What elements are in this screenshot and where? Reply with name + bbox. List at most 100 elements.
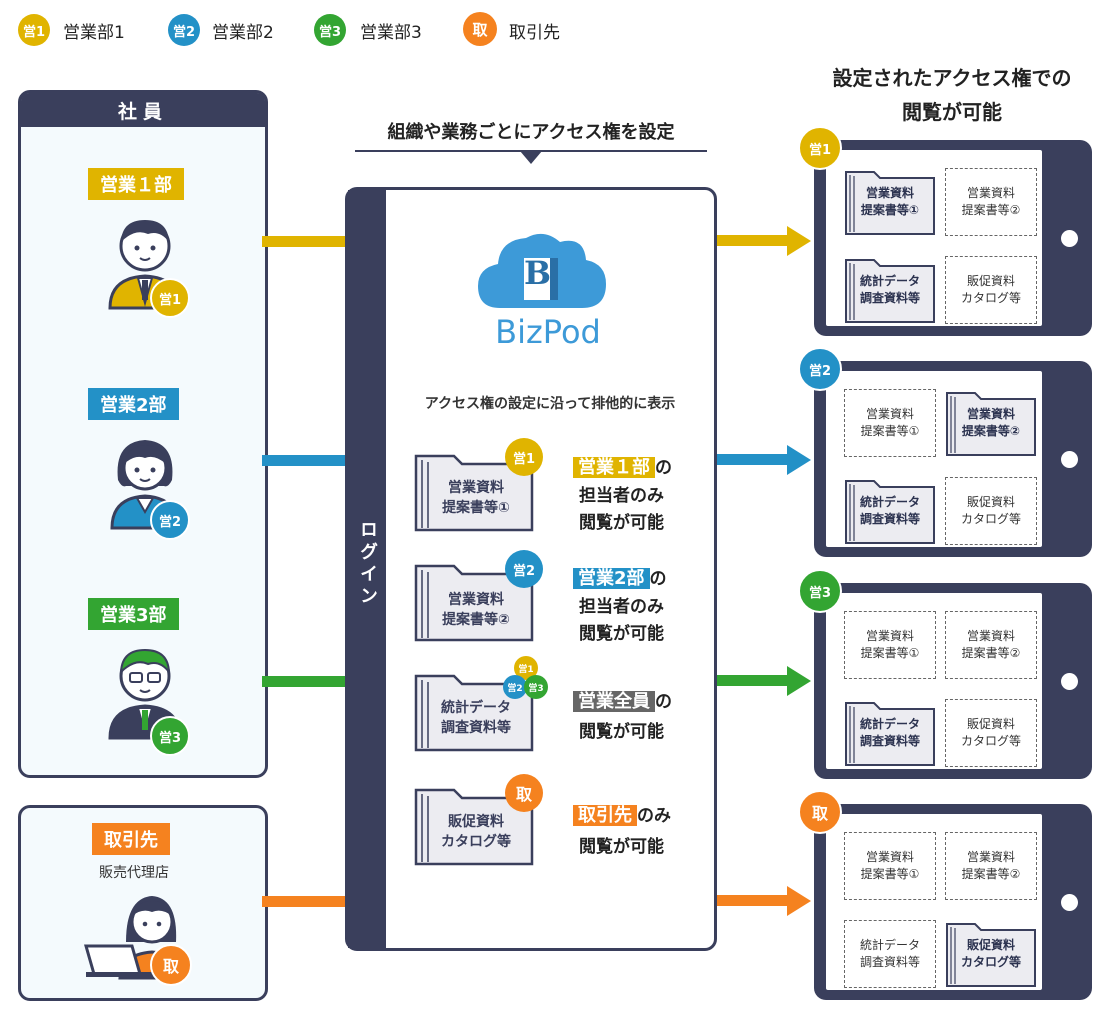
- connector-partner: [262, 896, 346, 907]
- tablet-folder-label: 統計データ調査資料等: [859, 274, 920, 305]
- employees-title: 社員: [21, 93, 265, 127]
- tablet-home-button: [1061, 673, 1078, 690]
- tablet-badge: 営1: [798, 126, 842, 170]
- tablet-folder-hidden: 販促資料カタログ等: [945, 477, 1037, 545]
- tablet-screen: 営業資料提案書等① 営業資料提案書等② 統計データ調査資料等 販促資料カタログ等: [826, 593, 1042, 769]
- rule-row1-line3: 閲覧が可能: [579, 513, 664, 533]
- rule-row3-tag: 営業全員: [573, 691, 655, 712]
- dept-label-sales3: 営業3部: [88, 598, 179, 630]
- tablet-folder-hidden: 営業資料提案書等②: [945, 168, 1037, 236]
- tablet-folder-visible: 統計データ調査資料等: [844, 477, 936, 545]
- tablet-screen: 営業資料提案書等① 営業資料提案書等② 統計データ調査資料等 販促資料カタログ等: [826, 814, 1042, 990]
- tablet-folder-label: 営業資料提案書等①: [860, 850, 920, 881]
- rule-row3-line1: 営業全員の: [573, 687, 672, 713]
- tablet-3: 営業資料提案書等① 営業資料提案書等② 統計データ調査資料等 販促資料カタログ等: [814, 583, 1092, 779]
- tablet-screen: 営業資料提案書等① 営業資料提案書等② 統計データ調査資料等 販促資料カタログ等: [826, 150, 1042, 326]
- connector-sales1: [262, 236, 346, 247]
- legend-label-partner: 取引先: [509, 23, 560, 43]
- right-title-line1: 設定されたアクセス権での: [832, 66, 1072, 90]
- folder-row3-label: 統計データ調査資料等: [420, 698, 532, 738]
- tablet-folder-label: 営業資料提案書等②: [961, 407, 1021, 438]
- rule-row2-line3: 閲覧が可能: [579, 624, 664, 644]
- connector-sales3: [262, 676, 346, 687]
- legend-label-sales2: 営業部2: [212, 23, 274, 43]
- folder-row4-line2: カタログ等: [441, 834, 511, 850]
- folder-row4-badge: 取: [505, 774, 543, 812]
- folder-row2-label: 営業資料提案書等②: [420, 590, 532, 630]
- dept-label-sales1: 営業１部: [88, 168, 184, 200]
- rule-row1-tail: の: [655, 458, 672, 478]
- tablet-folder-label: 販促資料カタログ等: [960, 274, 1021, 305]
- folder-row1-line2: 提案書等①: [442, 500, 510, 516]
- rule-row2-tail: の: [649, 569, 667, 589]
- tablet-home-button: [1061, 230, 1078, 247]
- tablet-folder-hidden: 営業資料提案書等①: [844, 832, 936, 900]
- folder-row3-badge-sales3: 営3: [524, 675, 548, 699]
- tablet-folder-hidden: 販促資料カタログ等: [945, 256, 1037, 324]
- arrow-sales2-icon: [717, 445, 811, 475]
- tablet-home-button: [1061, 451, 1078, 468]
- tablet-folder-label: 営業資料提案書等②: [961, 629, 1021, 660]
- rule-row4-tag: 取引先: [573, 805, 637, 826]
- tablet-folder-hidden: 販促資料カタログ等: [945, 699, 1037, 767]
- rule-row2-tag: 営業2部: [573, 568, 650, 589]
- rule-row2-line2: 担当者のみ: [579, 597, 664, 617]
- folder-row3-icon: [414, 674, 534, 752]
- arrow-partner-icon: [717, 886, 811, 916]
- tablet-folder-label: 営業資料提案書等①: [860, 629, 920, 660]
- folder-row3-badge-sales2: 営2: [503, 675, 527, 699]
- tablet-folder-label: 統計データ調査資料等: [859, 938, 920, 969]
- bizpod-cloud-icon: [478, 233, 606, 308]
- folder-row2-badge: 営2: [505, 550, 543, 588]
- tablet-badge: 営3: [798, 569, 842, 613]
- arrow-sales3-icon: [717, 666, 811, 696]
- rule-row1-tag: 営業１部: [573, 457, 655, 478]
- tablet-folder-hidden: 営業資料提案書等①: [844, 611, 936, 679]
- tablet-folder-label: 営業資料提案書等②: [961, 186, 1021, 217]
- arrow-sales1-icon: [717, 226, 811, 256]
- folder-row1-line1: 営業資料: [448, 480, 504, 496]
- folder-row3-line2: 調査資料等: [441, 720, 511, 736]
- tablet-folder-hidden: 営業資料提案書等②: [945, 611, 1037, 679]
- tablet-folder-label: 販促資料カタログ等: [960, 938, 1021, 969]
- tablet-folder-label: 統計データ調査資料等: [859, 717, 920, 748]
- folder-row4-line1: 販促資料: [448, 814, 504, 830]
- folder-row4-label: 販促資料カタログ等: [420, 812, 532, 852]
- tablet-screen: 営業資料提案書等① 営業資料提案書等② 統計データ調査資料等販促資料カタログ等: [826, 371, 1042, 547]
- rule-row1-line2: 担当者のみ: [579, 486, 664, 506]
- rule-row3-tail: の: [655, 692, 672, 712]
- tablet-folder-hidden: 統計データ調査資料等: [844, 920, 936, 988]
- center-subtitle: アクセス権の設定に沿って排他的に表示: [424, 396, 676, 412]
- folder-row1-label: 営業資料提案書等①: [420, 478, 532, 518]
- tablet-folder-label: 統計データ調査資料等: [859, 495, 920, 526]
- tablet-folder-visible: 販促資料カタログ等: [945, 920, 1037, 988]
- dept-label-sales2: 営業2部: [88, 388, 179, 420]
- tablet-folder-label: 販促資料カタログ等: [960, 717, 1021, 748]
- login-strip: ログイン: [348, 190, 386, 948]
- tablet-folder-hidden: 営業資料提案書等②: [945, 832, 1037, 900]
- person-partner-badge: 取: [150, 944, 192, 986]
- rule-row2-line1: 営業2部の: [573, 564, 667, 590]
- tablet-folder-label: 営業資料提案書等①: [860, 407, 920, 438]
- rule-row4-line2: 閲覧が可能: [579, 837, 664, 857]
- partner-label: 取引先: [92, 823, 170, 855]
- legend-badge-sales2: 営2: [168, 14, 200, 46]
- folder-row3-line1: 統計データ: [441, 700, 511, 716]
- person-sales1-badge: 営1: [150, 278, 190, 318]
- tablet-1: 営業資料提案書等① 営業資料提案書等② 統計データ調査資料等 販促資料カタログ等: [814, 140, 1092, 336]
- tablet-badge: 営2: [798, 347, 842, 391]
- tablet-folder-visible: 営業資料提案書等①: [844, 168, 936, 236]
- folder-row2-line2: 提案書等②: [442, 612, 510, 628]
- tablet-folder-visible: 統計データ調査資料等: [844, 699, 936, 767]
- tablet-folder-label: 営業資料提案書等②: [961, 850, 1021, 881]
- tablet-folder-visible: 統計データ調査資料等: [844, 256, 936, 324]
- tablet-folder-label: 営業資料提案書等①: [860, 186, 920, 217]
- tablet-folder-hidden: 営業資料提案書等①: [844, 389, 936, 457]
- bizpod-brand: BizPod: [495, 313, 601, 351]
- tablet-home-button: [1061, 894, 1078, 911]
- tablet-badge: 取: [798, 790, 842, 834]
- center-heading-pointer-icon: [520, 151, 542, 164]
- legend-badge-sales1: 営1: [18, 14, 50, 46]
- tablet-folder-visible: 営業資料提案書等②: [945, 389, 1037, 457]
- rule-row3-line2: 閲覧が可能: [579, 722, 664, 742]
